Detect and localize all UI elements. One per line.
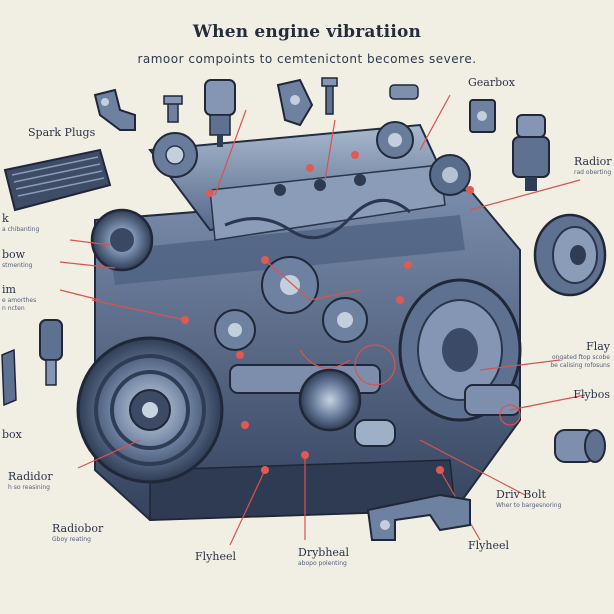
callout-dots <box>181 151 474 474</box>
front-pulley <box>76 336 224 484</box>
label-drybheal: Drybheal abopo polenting <box>298 546 350 567</box>
label-left-bow: bow stmenting <box>2 248 33 269</box>
top-gears <box>152 121 471 196</box>
alternator-pulley <box>90 208 154 272</box>
bolt-icon <box>163 95 183 123</box>
label-left-k: k a chibanting <box>2 212 40 233</box>
shock-absorber-icon <box>39 319 63 386</box>
label-drive-bolt: Driv Bolt Wher to bargesnoring <box>496 488 562 509</box>
label-right-flay: Flay ongated ftop scobe be calising rofo… <box>550 340 610 369</box>
shock-absorber-icon <box>512 114 550 191</box>
valve-cover <box>148 123 452 241</box>
label-flyheel-right: Flyheel <box>468 539 509 552</box>
label-gearbox: Gearbox <box>468 76 515 89</box>
timing-belt-pulleys <box>214 256 396 447</box>
flywheel <box>398 278 522 422</box>
page-title: When engine vibratiion <box>192 22 422 42</box>
label-right-radior: Radior rad oberting <box>574 155 612 176</box>
label-flyheel-left: Flyheel <box>195 550 236 563</box>
bracket-icon <box>93 88 136 131</box>
gear-icon <box>469 99 496 133</box>
bracket-icon <box>1 348 17 407</box>
pulley-icon <box>554 429 606 463</box>
spark-plug-icon <box>204 79 236 147</box>
bracket-icon <box>366 493 471 541</box>
page-subtitle: ramoor compoints to cemtenictont becomes… <box>137 52 477 66</box>
label-left-im: im e amorthes n ncten <box>2 283 37 312</box>
bolt-icon <box>321 77 338 115</box>
bolt-icon <box>389 84 419 100</box>
label-left-radidor: Radidor h so reasining <box>8 470 53 491</box>
pulley-icon <box>533 213 607 297</box>
label-spark-plugs: Spark Plugs <box>28 126 96 139</box>
bracket-icon <box>276 78 314 127</box>
label-right-flybos: Flybos <box>573 388 610 401</box>
label-bottom-radiobor: Radiobor Gboy reating <box>52 522 104 543</box>
air-filter-icon <box>3 148 112 212</box>
label-left-box: box <box>2 428 22 441</box>
